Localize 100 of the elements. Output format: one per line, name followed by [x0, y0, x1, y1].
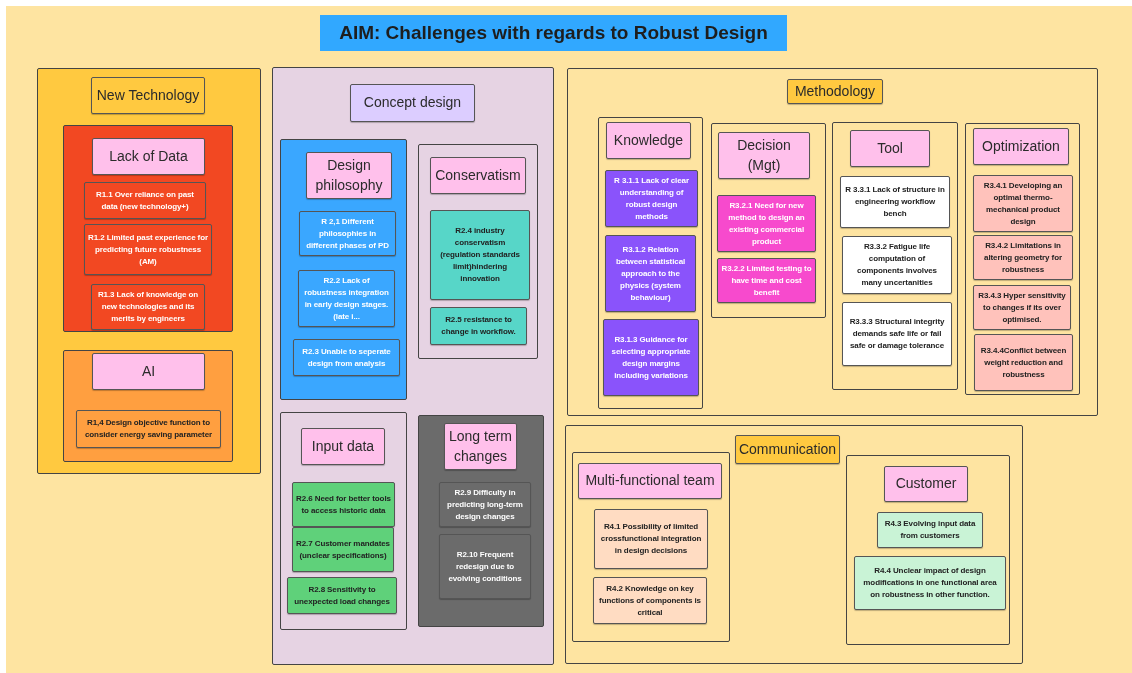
category-label — [350, 84, 475, 122]
challenge-card — [717, 195, 816, 252]
category-title: Tool — [876, 138, 904, 158]
challenge-card — [842, 236, 952, 294]
challenge-card — [292, 482, 395, 527]
challenge-text: R2.5 resistance to change in workflow. — [440, 314, 517, 338]
group-panel — [63, 350, 233, 462]
category-label — [718, 132, 810, 179]
group-panel — [418, 415, 544, 627]
category-title: Conservatism — [434, 165, 522, 185]
challenge-text: R4.3 Evolving input data from customers — [883, 518, 977, 542]
challenge-card — [430, 307, 527, 345]
challenge-text: R1,4 Design objective function to consider energy saving parameter — [83, 417, 214, 441]
challenge-text: R2.6 Need for better tools to access historic data — [295, 492, 392, 517]
category-label — [850, 130, 930, 167]
category-title: Concept design — [362, 93, 463, 113]
challenge-card — [973, 235, 1073, 280]
category-label — [606, 122, 691, 159]
challenge-text: R 3.1.1 Lack of clear understanding of robust design methods — [613, 174, 690, 223]
challenge-text: R3.4.2 Limitations in altering geometry for robustness — [983, 239, 1063, 276]
challenge-text: R3.4.1 Developing an optimal thermo-mechanical product design — [982, 179, 1064, 228]
category-label — [973, 128, 1069, 165]
challenge-text: R3.3.3 Structural integrity demands safe life or fail safe or damage tolerance — [848, 316, 946, 352]
challenge-card — [974, 334, 1073, 391]
challenge-card — [84, 224, 212, 275]
category-title: Long term changes — [447, 426, 513, 466]
category-title: Communication — [737, 439, 838, 459]
challenge-card — [603, 319, 699, 396]
category-label — [578, 463, 722, 499]
challenge-text: R1.2 Limited past experience for predicting future robustness (AM) — [87, 231, 209, 268]
challenge-text: R2.10 Frequent redesign due to evolving conditions — [447, 548, 523, 585]
category-label — [92, 353, 205, 390]
challenge-card — [430, 210, 530, 300]
category-label — [884, 466, 968, 502]
challenge-text: R2.9 Difficulty in predicting long-term design changes — [446, 486, 524, 523]
challenge-card — [605, 235, 696, 312]
category-title: Input data — [310, 436, 376, 456]
group-panel — [272, 67, 554, 665]
group-panel — [567, 68, 1098, 416]
challenge-text: R1.1 Over reliance on past data (new technology+) — [95, 188, 195, 213]
challenge-card — [293, 339, 400, 376]
challenge-card — [439, 482, 531, 527]
category-title: Optimization — [981, 136, 1061, 156]
category-label — [306, 152, 392, 199]
challenge-text: R3.2.2 Limited testing to have time and cost benefit — [720, 262, 813, 299]
challenge-card — [84, 182, 206, 219]
challenge-text: R3.1.3 Guidance for selecting appropriate design margins including variations — [610, 333, 692, 382]
group-panel — [832, 122, 958, 390]
challenge-text: R2.4 industry conservatism (regulation standards limit)hindering innovation — [439, 225, 521, 285]
category-title: Multi-functional team — [584, 471, 716, 491]
category-title: Customer — [894, 474, 958, 494]
title-banner: AIM: Challenges with regards to Robust Design — [320, 15, 787, 51]
category-label — [430, 157, 526, 194]
group-panel — [280, 139, 407, 400]
challenge-card — [287, 577, 397, 614]
challenge-card — [299, 211, 396, 256]
challenge-card — [973, 175, 1073, 232]
category-title: New Technology — [95, 85, 201, 105]
group-panel — [572, 452, 730, 642]
group-panel — [846, 455, 1010, 645]
group-panel — [63, 125, 233, 332]
challenge-text: R3.3.2 Fatigue life computation of components involves many uncertanities — [856, 241, 938, 289]
challenge-text: R3.1.2 Relation between statistical approach to the physics (system behaviour) — [614, 243, 687, 304]
challenge-card — [439, 534, 531, 599]
category-label — [91, 77, 205, 114]
challenge-text: R2.7 Customer mandates (unclear specifications) — [295, 537, 391, 562]
group-panel — [565, 425, 1023, 664]
challenge-text: R4.2 Knowledge on key functions of components is critical — [598, 582, 702, 619]
group-panel — [418, 144, 538, 359]
group-panel — [965, 123, 1080, 395]
challenge-text: R3.4.4Conflict between weight reduction and robustness — [979, 344, 1068, 381]
group-panel — [598, 117, 703, 409]
challenge-card — [605, 170, 698, 227]
category-title: Decision (Mgt) — [736, 135, 792, 175]
challenge-text: R1.3 Lack of knowledge on new technologies and its merits by engineers — [96, 289, 200, 325]
challenge-text: R2.8 Sensitivity to unexpected load changes — [293, 583, 391, 608]
category-label — [92, 138, 205, 175]
group-panel — [37, 68, 261, 474]
challenge-card — [842, 302, 952, 366]
challenge-text: R4.4 Unclear impact of design modifications in one functional area on robustness in other function. — [862, 565, 998, 601]
challenge-card — [840, 176, 950, 228]
category-title: Lack of Data — [108, 146, 189, 166]
group-panel — [711, 123, 826, 318]
challenge-card — [877, 512, 983, 548]
challenge-card — [594, 509, 708, 569]
challenge-text: R2.2 Lack of robustness integration in early design stages.(late i... — [303, 274, 390, 323]
challenge-text: R4.1 Possibility of limited crossfunctional integration in design decisions — [599, 521, 703, 557]
challenge-card — [292, 527, 394, 572]
category-title: Design philosophy — [314, 155, 384, 195]
challenge-card — [854, 556, 1006, 610]
category-label — [301, 428, 385, 465]
category-label — [735, 435, 840, 464]
category-label — [787, 79, 883, 104]
challenge-card — [76, 410, 221, 448]
group-panel — [280, 412, 407, 630]
challenge-text: R 3.3.1 Lack of structure in engineering workflow bench — [844, 184, 946, 220]
category-title: Knowledge — [612, 130, 685, 150]
challenge-text: R3.4.3 Hyper sensitivity to changes if its over optimised. — [977, 289, 1067, 326]
challenge-text: R2.3 Unable to seperate design from analysis — [301, 345, 392, 370]
challenge-text: R3.2.1 Need for new method to design an existing commercial product — [727, 199, 806, 248]
